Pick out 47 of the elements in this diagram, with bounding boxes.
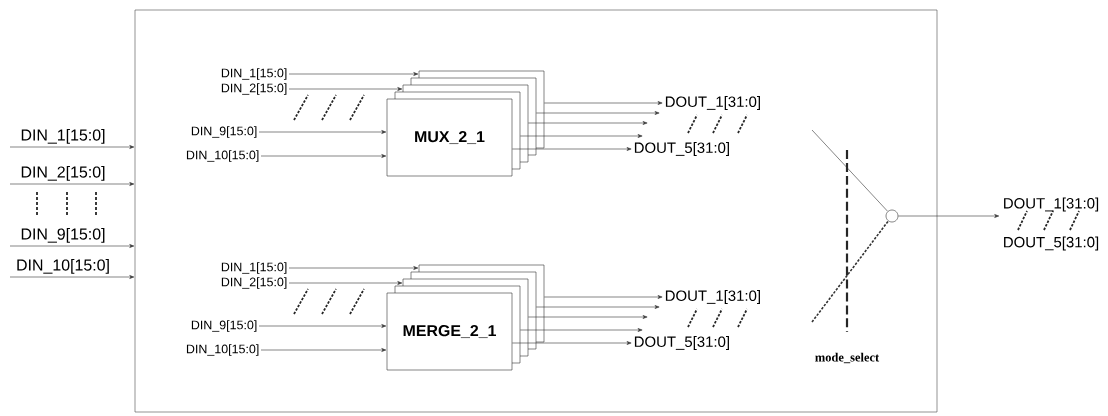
arrow: [288, 87, 403, 91]
switch-line: [811, 220, 889, 323]
arrow: [260, 348, 387, 352]
switch-pivot: [885, 209, 899, 223]
edge-label: DIN_9[15:0]: [21, 227, 105, 243]
signal-label: DIN_2[15:0]: [221, 83, 287, 95]
arrow: [260, 154, 387, 158]
block-frame: [134, 9, 938, 413]
arrow: [898, 214, 1000, 218]
arrow: [528, 315, 648, 319]
arrow: [288, 72, 419, 76]
signal-label: DOUT_5[31:0]: [634, 336, 729, 350]
arrow: [512, 341, 632, 345]
signal-label: DIN_10[15:0]: [186, 344, 259, 356]
arrow: [536, 111, 660, 115]
arrow: [288, 266, 419, 270]
signal-label: DIN_1[15:0]: [221, 68, 287, 80]
signal-label: DIN_10[15:0]: [186, 150, 259, 162]
switch-line: [811, 129, 888, 212]
signal-label: DIN_9[15:0]: [191, 126, 257, 138]
caption-label: mode_select: [815, 352, 880, 364]
arrow: [520, 328, 643, 332]
signal-label: DIN_1[15:0]: [221, 262, 287, 274]
arrow: [512, 147, 632, 151]
arrow: [258, 324, 387, 328]
signal-label: DIN_2[15:0]: [221, 277, 287, 289]
arrow: [258, 130, 387, 134]
edge-label: DIN_1[15:0]: [21, 128, 105, 144]
output-label: DOUT_1[31:0] DOUT_5[31:0]: [1004, 197, 1099, 251]
arrow: [544, 295, 663, 299]
edge-label: DIN_10[15:0]: [17, 258, 109, 274]
arrow: [544, 101, 663, 105]
signal-label: DIN_9[15:0]: [191, 320, 257, 332]
arrow: [9, 275, 135, 279]
arrow: [536, 305, 660, 309]
stacked-block: MERGE_2_1: [386, 264, 545, 371]
stacked-block: MUX_2_1: [386, 70, 545, 177]
arrow: [528, 121, 648, 125]
arrow: [9, 145, 135, 149]
arrow: [520, 134, 643, 138]
signal-label: DOUT_1[31:0]: [665, 290, 760, 304]
arrow: [288, 281, 403, 285]
signal-label: DOUT_5[31:0]: [634, 142, 729, 156]
signal-label: DOUT_1[31:0]: [665, 96, 760, 110]
edge-label: DIN_2[15:0]: [21, 165, 105, 181]
arrow: [9, 244, 135, 248]
arrow: [9, 182, 135, 186]
